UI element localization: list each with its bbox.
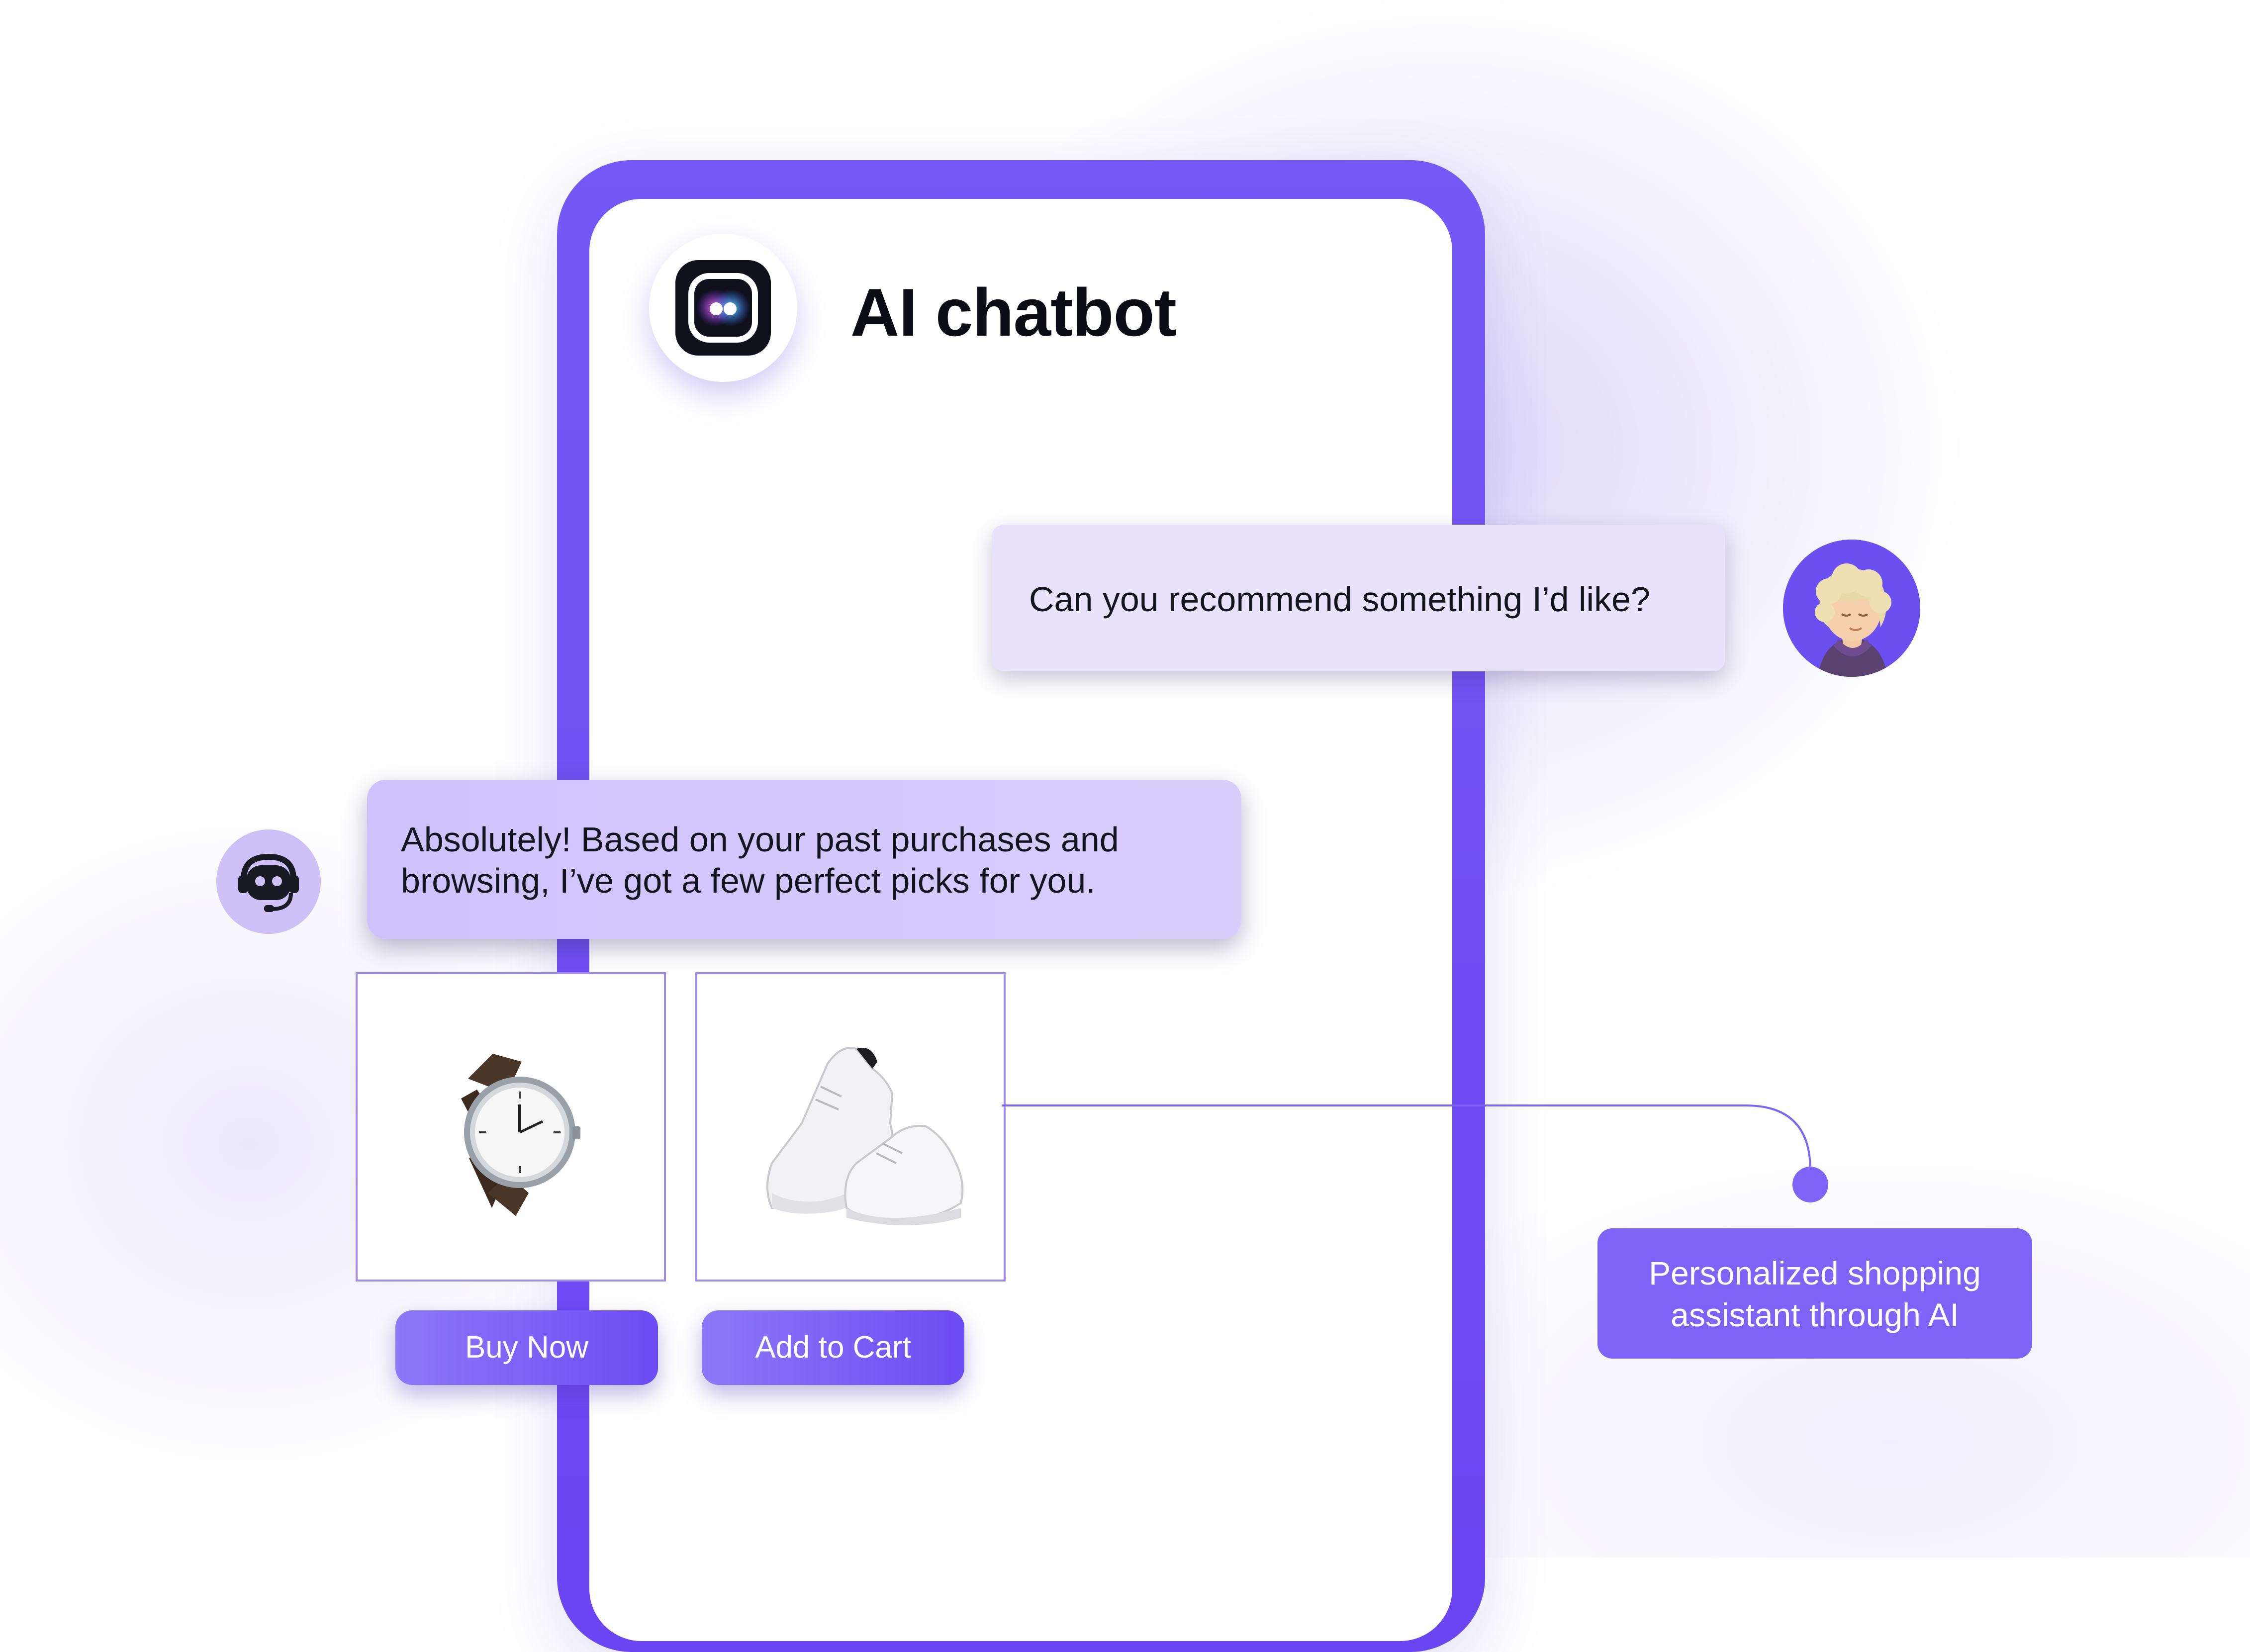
app-logo-badge xyxy=(649,234,797,382)
add-to-cart-button[interactable]: Add to Cart xyxy=(702,1310,964,1385)
bot-message-bubble: Absolutely! Based on your past purchases… xyxy=(367,780,1241,939)
bot-message-line-1: Absolutely! Based on your past purchases… xyxy=(401,820,1119,859)
user-avatar-icon[interactable] xyxy=(1783,540,1920,677)
wristwatch-image xyxy=(461,1054,580,1216)
product-card-watch[interactable] xyxy=(356,972,666,1282)
robot-headset-icon xyxy=(216,829,321,934)
white-sneakers-image xyxy=(766,1047,964,1225)
chatbot-logo-icon xyxy=(675,260,771,356)
page-title: AI chatbot xyxy=(850,275,1177,350)
callout-line-1: Personalized shopping xyxy=(1649,1255,1981,1291)
buy-now-button[interactable]: Buy Now xyxy=(395,1310,658,1385)
bot-message-line-2: browsing, I’ve got a few perfect picks f… xyxy=(401,861,1096,900)
user-message-text: Can you recommend something I’d like? xyxy=(1029,580,1650,619)
product-card-sneakers[interactable] xyxy=(695,972,1006,1282)
user-message-bubble: Can you recommend something I’d like? xyxy=(992,525,1725,671)
feature-callout: Personalized shopping assistant through … xyxy=(1597,1228,2032,1359)
callout-line-2: assistant through AI xyxy=(1671,1296,1959,1333)
